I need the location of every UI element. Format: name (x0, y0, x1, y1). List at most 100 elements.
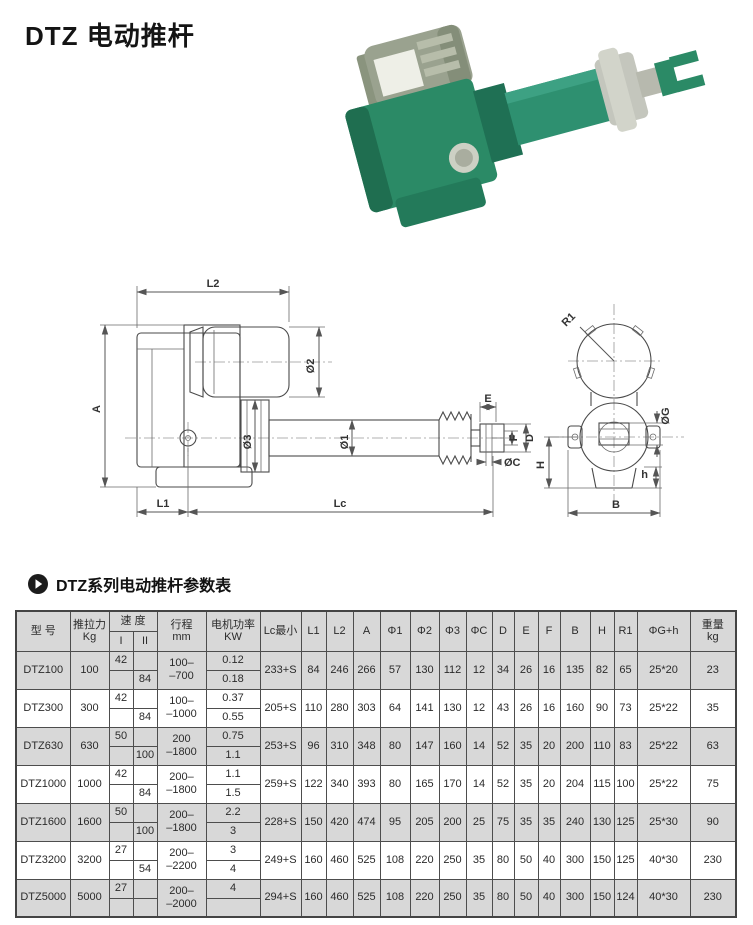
table-cell: 125 (613, 802, 638, 842)
table-cell: 16 (537, 650, 561, 690)
motor-fin (416, 32, 454, 50)
housing-outline (136, 332, 241, 468)
force-cell: 300 (69, 688, 110, 728)
table-cell: 64 (379, 688, 411, 728)
motor-circle (576, 323, 652, 399)
dim-phic: ØC (504, 457, 521, 469)
speed-i-cell: 27 (108, 840, 134, 861)
table-cell: 25*22 (636, 688, 691, 728)
table-cell: 124 (613, 878, 638, 918)
column-header-speed-1: I (108, 630, 134, 652)
column-header-speed-2: II (132, 630, 158, 652)
table-cell: 250 (438, 878, 467, 918)
table-cell: 16 (537, 688, 561, 728)
table-cell: 26 (513, 688, 539, 728)
table-cell: 35 (537, 802, 561, 842)
force-cell: 3200 (69, 840, 110, 880)
table-cell: 25*20 (636, 650, 691, 690)
column-header: H (589, 610, 615, 652)
force-cell: 1600 (69, 802, 110, 842)
table-cell: 280 (325, 688, 354, 728)
speed-ii-cell: 54 (132, 859, 158, 880)
speed-ii-cell (132, 802, 158, 823)
table-cell: 25 (465, 802, 493, 842)
dim-a: A (91, 405, 103, 413)
speed-ii-cell: 100 (132, 821, 158, 842)
table-cell: 23 (689, 650, 737, 690)
table-cell: 135 (559, 650, 591, 690)
speed-ii-cell (132, 840, 158, 861)
table-cell: 82 (589, 650, 615, 690)
table-cell: 90 (689, 802, 737, 842)
table-cell: 35 (465, 878, 493, 918)
table-cell: 112 (438, 650, 467, 690)
model-cell: DTZ300 (15, 688, 71, 728)
power-cell: 2.2 (205, 802, 261, 823)
bellows-top (438, 410, 472, 422)
table-cell: 96 (300, 726, 327, 766)
table-cell: 12 (465, 688, 493, 728)
table-cell: 108 (379, 878, 411, 918)
table-cell: 340 (325, 764, 354, 804)
speed-ii-cell: 100 (132, 745, 158, 766)
cylinder-collar (472, 82, 524, 163)
column-header: E (513, 610, 539, 652)
table-cell: 300 (559, 878, 591, 918)
speed-i-cell: 27 (108, 878, 134, 899)
dim-phi3: Ø3 (242, 435, 254, 450)
table-cell: 160 (438, 726, 467, 766)
speed-i-cell: 42 (108, 688, 134, 709)
section-title: DTZ系列电动推杆参数表 (56, 578, 232, 595)
stroke-cell: 100– –1000 (156, 688, 207, 728)
column-header-speed: 速 度 (108, 610, 158, 632)
dim-phi1: Ø1 (339, 435, 351, 450)
table-cell: 300 (559, 840, 591, 880)
table-cell: 40*30 (636, 840, 691, 880)
column-header-force: 推拉力 Kg (69, 610, 110, 652)
mount-hole (179, 429, 197, 447)
force-cell: 100 (69, 650, 110, 690)
column-header: Lc最小 (259, 610, 302, 652)
column-header: Φ1 (379, 610, 411, 652)
model-cell: DTZ1000 (15, 764, 71, 804)
table-cell: 122 (300, 764, 327, 804)
dim-h-lower: h (641, 469, 648, 481)
column-header-model: 型 号 (15, 610, 71, 652)
dim-lc: Lc (334, 498, 347, 510)
table-cell: 259+S (259, 764, 302, 804)
model-cell: DTZ3200 (15, 840, 71, 880)
table-cell: 220 (409, 840, 440, 880)
table-cell: 460 (325, 840, 354, 880)
model-cell: DTZ100 (15, 650, 71, 690)
stroke-cell: 200– –2200 (156, 840, 207, 880)
table-cell: 40*30 (636, 878, 691, 918)
column-header: A (352, 610, 381, 652)
table-cell: 115 (589, 764, 615, 804)
model-cell: DTZ630 (15, 726, 71, 766)
power-cell: 3 (205, 840, 261, 861)
table-cell: 294+S (259, 878, 302, 918)
dim-phig: ØG (660, 407, 672, 424)
table-cell: 310 (325, 726, 354, 766)
force-cell: 630 (69, 726, 110, 766)
table-cell: 63 (689, 726, 737, 766)
motor-flange (189, 326, 204, 398)
table-cell: 14 (465, 764, 493, 804)
force-cell: 1000 (69, 764, 110, 804)
power-cell: 3 (205, 821, 261, 842)
speed-ii-cell (132, 650, 158, 671)
motor-nameplate (373, 49, 424, 97)
side-tab-right (645, 425, 661, 449)
speed-i-cell (108, 783, 134, 804)
column-header: ΦG+h (636, 610, 691, 652)
table-cell: 474 (352, 802, 381, 842)
dim-l2: L2 (207, 278, 220, 290)
column-header: L1 (300, 610, 327, 652)
table-cell: 525 (352, 878, 381, 918)
power-cell: 1.5 (205, 783, 261, 804)
table-cell: 26 (513, 650, 539, 690)
stroke-cell: 200 –1800 (156, 726, 207, 766)
